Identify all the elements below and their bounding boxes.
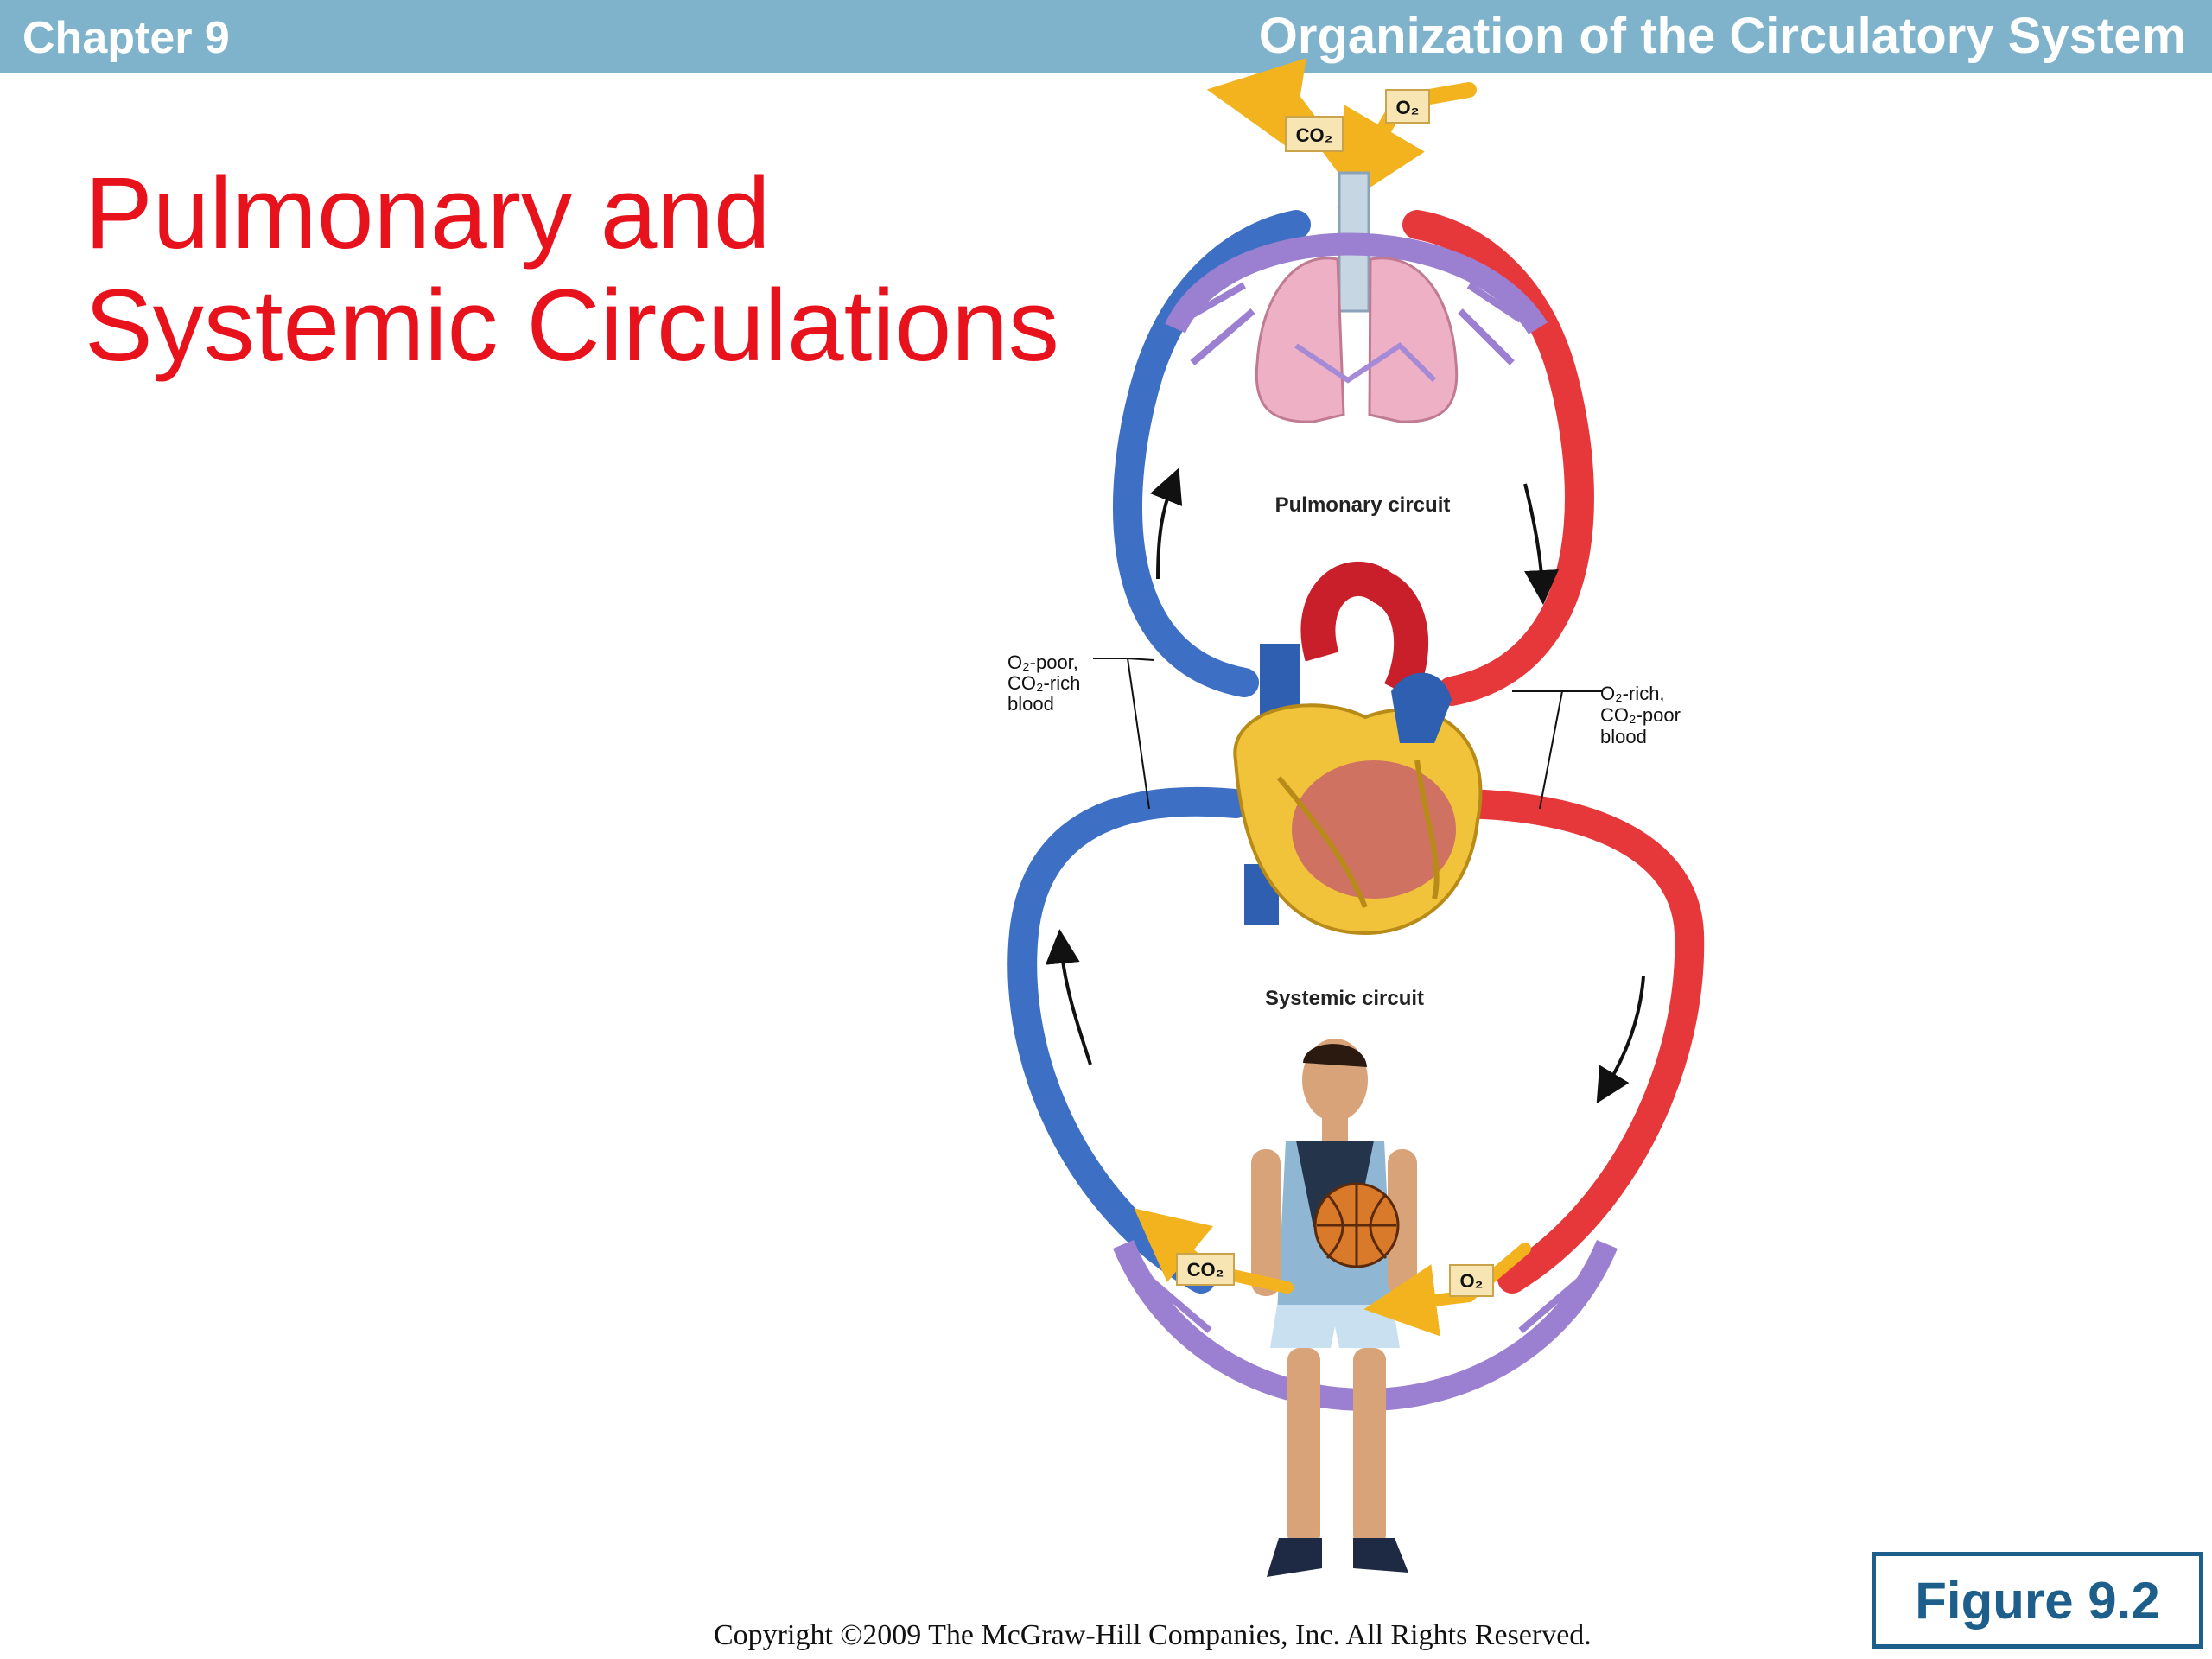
pulmonary-flow-arrow-up <box>1150 467 1183 580</box>
gas-exchange-top: CO₂ O₂ <box>1206 58 1477 209</box>
player-left-arm <box>1251 1149 1281 1296</box>
o2-rich-label-line-1: O₂-rich, <box>1600 683 1665 704</box>
heart <box>1233 562 1483 936</box>
aortic-arch <box>1300 562 1429 699</box>
pulmonary-artery-vessel <box>1113 210 1311 697</box>
player-right-arm <box>1388 1149 1417 1296</box>
o2-poor-label-line-2: CO₂-rich <box>1007 672 1080 694</box>
o2-poor-label-line-3: blood <box>1007 693 1054 715</box>
pulmonary-trunk <box>1391 672 1452 743</box>
player-shorts <box>1270 1305 1400 1348</box>
pulmonary-loop <box>1113 210 1594 706</box>
co2-top-label: CO₂ <box>1296 124 1333 146</box>
player-right-shoe <box>1353 1538 1408 1573</box>
systemic-circuit-label: Systemic circuit <box>1265 987 1424 1010</box>
player-right-leg <box>1353 1348 1386 1547</box>
co2-bottom-label: CO₂ <box>1187 1259 1224 1281</box>
aorta-vessel <box>1437 789 1705 1294</box>
o2-poor-label-line-1: O₂-poor, <box>1007 652 1078 673</box>
o2-poor-leader <box>1093 658 1155 810</box>
pulmonary-vein-vessel <box>1402 210 1594 706</box>
systemic-flow-arrow-up <box>1045 929 1092 1065</box>
pulmonary-flow-arrow-down <box>1523 483 1559 605</box>
right-lung <box>1368 257 1459 423</box>
section-title: Organization of the Circulatory System <box>1258 8 2186 64</box>
systemic-flow-arrow-down <box>1596 976 1645 1104</box>
lungs <box>1255 257 1459 423</box>
vena-cava-vessel <box>1007 786 1250 1294</box>
slide-title: Pulmonary and Systemic Circulations <box>85 157 1059 382</box>
figure-label: Figure 9.2 <box>1915 1571 2160 1630</box>
player-left-shoe <box>1267 1538 1322 1577</box>
chapter-label: Chapter 9 <box>22 13 230 63</box>
gas-exchange-bottom: CO₂ O₂ <box>1134 1208 1531 1337</box>
pulmonary-circuit-label: Pulmonary circuit <box>1275 493 1451 517</box>
ventricle-muscle <box>1292 760 1456 899</box>
player-left-leg <box>1287 1348 1320 1547</box>
header-bar: Chapter 9 Organization of the Circulator… <box>0 0 2212 73</box>
slide-title-line-2: Systemic Circulations <box>85 269 1059 383</box>
basketball-player <box>1251 1039 1417 1577</box>
o2-rich-leader <box>1512 690 1603 810</box>
pulmonary-capillary-bed <box>1165 232 1548 335</box>
o2-rich-label-line-3: blood <box>1600 726 1647 747</box>
o2-top-label: O₂ <box>1396 97 1420 118</box>
figure-label-box: Figure 9.2 <box>1872 1552 2203 1649</box>
o2-rich-label-line-2: CO₂-poor <box>1600 704 1681 726</box>
copyright-notice: Copyright ©2009 The McGraw-Hill Companie… <box>714 1619 1592 1651</box>
o2-bottom-label: O₂ <box>1460 1270 1484 1292</box>
slide-title-line-1: Pulmonary and <box>85 156 771 270</box>
left-lung <box>1255 257 1345 423</box>
